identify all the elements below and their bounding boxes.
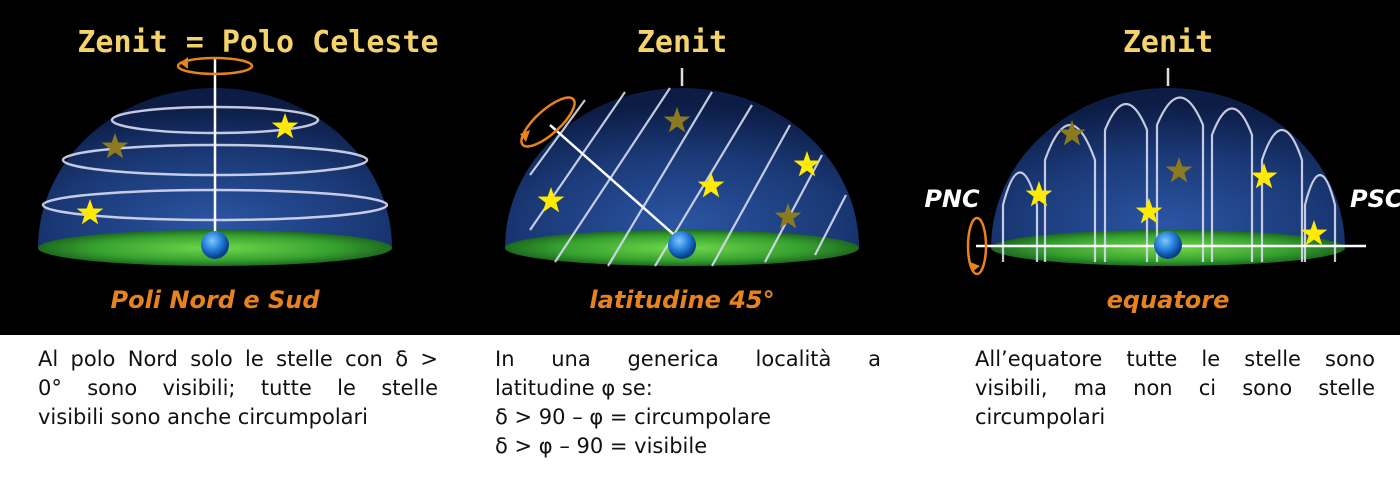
caption-line: 0° sono visibili; tutte le stelle (38, 376, 438, 400)
celestial-diagram: Zenit = Polo Celeste Poli Nord e Sud Zen… (0, 0, 1400, 335)
rotation-arrow-icon (966, 216, 988, 276)
caption-line: Al polo Nord solo le stelle con δ > (38, 347, 438, 371)
caption-line: latitudine φ se: (495, 376, 653, 400)
caption-equator: All’equatore tutte le stelle sono visibi… (975, 345, 1375, 432)
caption-line: δ > φ – 90 = visibile (495, 434, 708, 458)
zenit-label: Zenit (1123, 25, 1213, 60)
sky-dome (505, 88, 859, 248)
caption-line: circumpolari (975, 405, 1106, 429)
caption-latitude: In una generica località a latitudine φ … (495, 345, 881, 461)
polar-axis (549, 124, 681, 241)
rotation-arrow-icon (520, 96, 576, 148)
panel-title: equatore (1107, 286, 1230, 314)
zenit-label: Zenit = Polo Celeste (77, 25, 438, 60)
panel-title: Poli Nord e Sud (110, 286, 320, 314)
caption-line: visibili, ma non ci sono stelle (975, 376, 1375, 400)
caption-line: In una generica località a (495, 347, 881, 371)
caption-poles: Al polo Nord solo le stelle con δ > 0° s… (38, 345, 438, 432)
pnc-label: PNC (924, 185, 980, 213)
psc-label: PSC (1350, 185, 1400, 213)
panel-poles: Zenit = Polo Celeste Poli Nord e Sud (38, 25, 439, 314)
earth-icon (1154, 231, 1182, 259)
arrowhead-icon (970, 262, 980, 272)
zenit-label: Zenit (637, 25, 727, 60)
star-paths (1001, 96, 1337, 262)
earth-icon (668, 231, 696, 259)
caption-line: visibili sono anche circumpolari (38, 405, 369, 429)
panel-equator: Zenit PNC PSC equatore (924, 25, 1400, 314)
arrowhead-icon (520, 130, 530, 142)
caption-line: δ > 90 – φ = circumpolare (495, 405, 772, 429)
rotation-arrow-icon (176, 56, 254, 76)
panel-title: latitudine 45° (589, 286, 774, 314)
panel-latitude-45: Zenit latitudine 45° (505, 25, 859, 314)
earth-icon (201, 231, 229, 259)
caption-line: All’equatore tutte le stelle sono (975, 347, 1375, 371)
arrowhead-icon (180, 57, 188, 69)
